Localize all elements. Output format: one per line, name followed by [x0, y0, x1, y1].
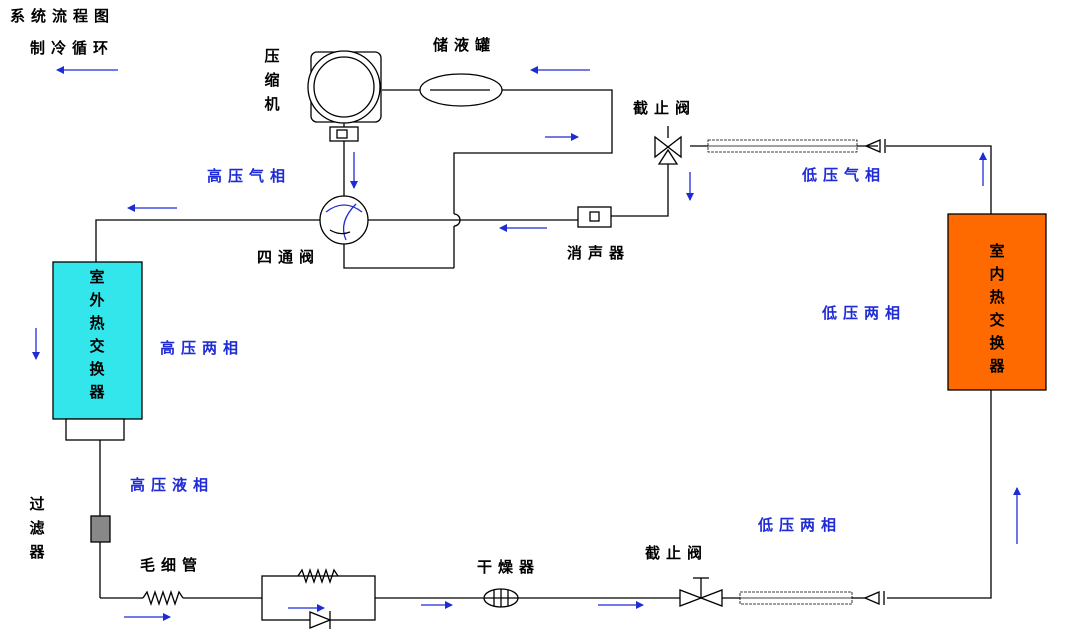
flare-nut-top: [864, 139, 886, 153]
diagram-title: 系统流程图: [10, 7, 116, 25]
pipe-lines: [95, 89, 992, 621]
compressor-label: 压缩机: [264, 47, 280, 113]
outdoor-hx-label: 室外热交换器: [89, 268, 105, 401]
state-hp-two-phase: 高压两相: [160, 339, 245, 357]
capillary-coil: [142, 589, 184, 607]
indoor-hx-label: 室内热交换器: [989, 242, 1005, 375]
state-lp-two-phase-right: 低压两相: [822, 304, 907, 322]
outdoor-hx-box: [52, 261, 143, 441]
stop-valve-top-symbol: [654, 126, 682, 165]
flare-nut-bottom: [863, 591, 885, 605]
parallel-capillary-coil: [297, 567, 339, 585]
pipe-sleeve-bottom: [739, 591, 853, 605]
compressor-symbol: [307, 50, 382, 142]
pipe-sleeve-top: [707, 139, 858, 153]
stop-valve-top-label: 截止阀: [633, 99, 697, 117]
stop-valve-bottom-label: 截止阀: [645, 544, 709, 562]
receiver-symbol: [419, 73, 503, 107]
four-way-valve-symbol: [319, 195, 369, 245]
state-lp-two-phase-bottom: 低压两相: [758, 516, 843, 534]
cycle-label: 制冷循环: [30, 39, 115, 57]
stop-valve-bottom-symbol: [679, 577, 723, 607]
state-hp-gas: 高压气相: [207, 167, 292, 185]
muffler-symbol: [577, 206, 612, 228]
filter-label: 过滤器: [29, 495, 45, 561]
filter-symbol: [90, 515, 111, 543]
muffler-label: 消声器: [567, 244, 631, 262]
receiver-label: 储液罐: [433, 36, 497, 54]
capillary-label: 毛细管: [140, 556, 204, 574]
dryer-symbol: [483, 588, 519, 608]
check-valve-symbol: [309, 611, 332, 629]
state-hp-liquid: 高压液相: [130, 476, 215, 494]
four-way-valve-label: 四通阀: [257, 248, 321, 266]
dryer-label: 干燥器: [477, 558, 541, 576]
indoor-hx-box: [947, 213, 1047, 391]
state-lp-gas: 低压气相: [802, 166, 887, 184]
